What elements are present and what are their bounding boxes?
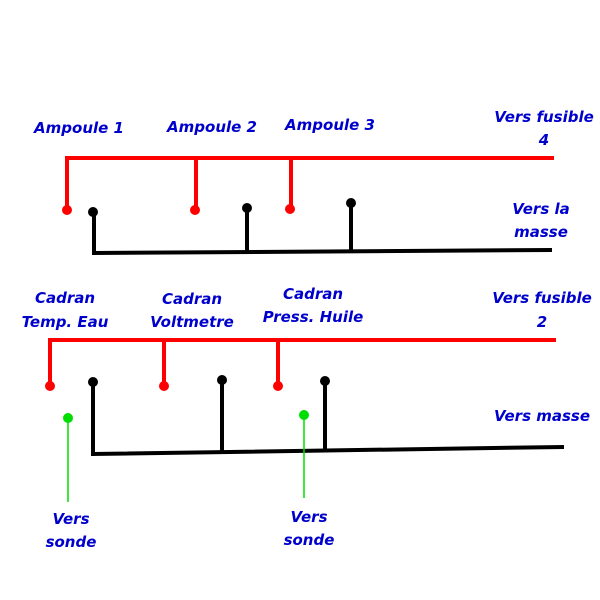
top-circuit: Ampoule 1 Ampoule 2 Ampoule 3 Vers fusib… — [33, 108, 594, 256]
bottom-ground-rail — [90, 444, 565, 457]
top-lamp-2-positive-terminal — [190, 205, 200, 215]
probe-2-terminal — [299, 410, 309, 420]
label-lamp-1: Ampoule 1 — [33, 119, 124, 137]
top-lamp-1-positive-terminal — [62, 205, 72, 215]
label-top-ground-line-1: Vers la — [512, 200, 570, 218]
label-water-gauge-line-1: Cadran — [35, 289, 95, 307]
label-water-gauge-line-2: Temp. Eau — [22, 313, 109, 331]
top-ground-wiring — [91, 201, 553, 256]
top-lamp-1-ground-terminal — [88, 207, 98, 217]
label-lamp-2: Ampoule 2 — [166, 118, 257, 136]
volt-gauge-positive-terminal — [159, 381, 169, 391]
oil-gauge-positive-terminal — [273, 381, 283, 391]
top-positive-wiring — [65, 156, 554, 211]
label-probe-2-line-2: sonde — [284, 531, 335, 549]
bottom-positive-wiring — [48, 338, 556, 387]
bottom-ground-wiring — [90, 378, 565, 457]
label-volt-gauge-line-2: Voltmetre — [150, 313, 234, 331]
bottom-circuit: Cadran Temp. Eau Cadran Voltmetre Cadran… — [22, 285, 592, 551]
oil-gauge-ground-terminal — [320, 376, 330, 386]
probe-1-terminal — [63, 413, 73, 423]
probe-wiring — [67, 415, 305, 502]
label-volt-gauge-line-1: Cadran — [162, 290, 222, 308]
label-lamp-3: Ampoule 3 — [284, 116, 375, 134]
label-oil-gauge-line-1: Cadran — [283, 285, 343, 303]
label-bottom-ground: Vers masse — [494, 407, 590, 425]
label-top-fuse-line-1: Vers fusible — [494, 108, 594, 126]
top-lamp-2-ground-terminal — [242, 203, 252, 213]
label-bottom-fuse-line-2: 2 — [537, 313, 547, 331]
label-bottom-fuse-line-1: Vers fusible — [492, 289, 592, 307]
label-probe-1-line-1: Vers — [52, 510, 89, 528]
top-lamp-3-positive-terminal — [285, 204, 295, 214]
label-top-fuse-line-2: 4 — [538, 131, 549, 149]
top-lamp-3-ground-terminal — [346, 198, 356, 208]
label-probe-2-line-1: Vers — [290, 508, 327, 526]
water-gauge-positive-terminal — [45, 381, 55, 391]
label-oil-gauge-line-2: Press. Huile — [263, 308, 364, 326]
volt-gauge-ground-terminal — [217, 375, 227, 385]
label-top-ground-line-2: masse — [514, 223, 568, 241]
top-ground-rail — [91, 247, 553, 256]
label-probe-1-line-2: sonde — [46, 533, 97, 551]
water-gauge-ground-terminal — [88, 377, 98, 387]
